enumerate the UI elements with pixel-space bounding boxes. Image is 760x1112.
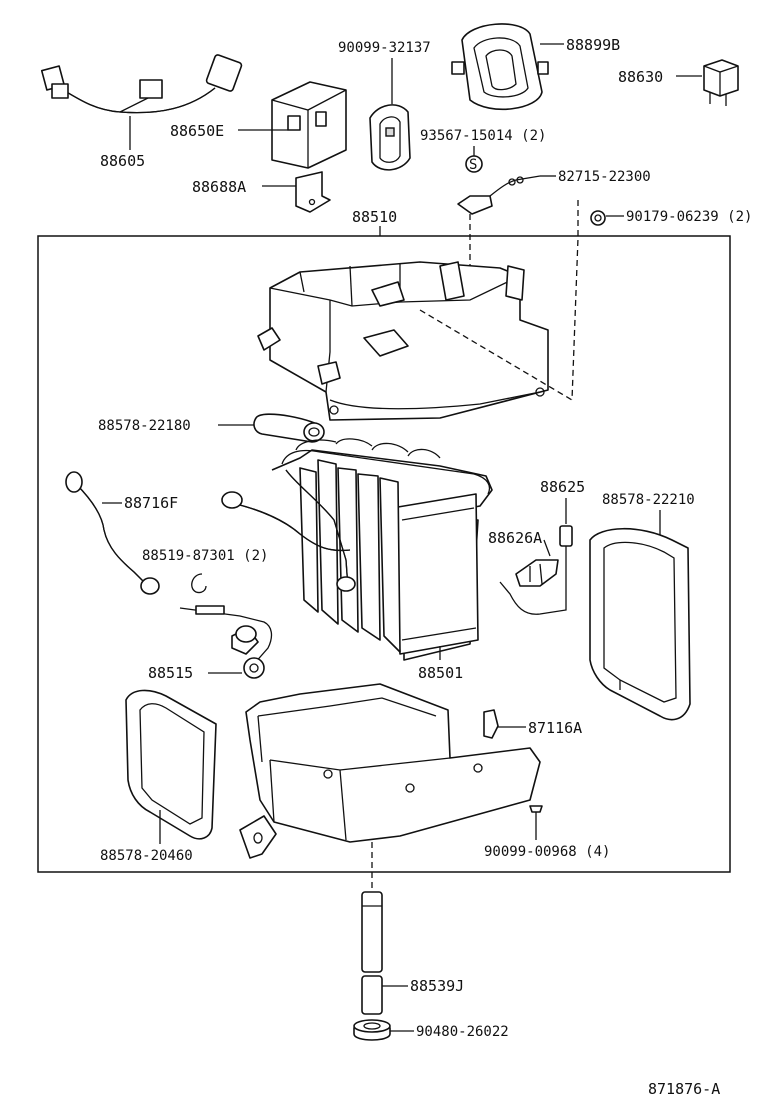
figure-number: 871876-A [648, 1080, 720, 1098]
evaporator-pipes[interactable] [221, 469, 356, 592]
nut-90179-06239[interactable] [590, 210, 606, 226]
bracket-88688a[interactable] [295, 171, 331, 213]
label-88510: 88510 [352, 208, 397, 226]
seal-88578-22210[interactable] [589, 527, 691, 721]
label-88899b: 88899B [566, 36, 620, 54]
label-88578-20460: 88578-20460 [100, 848, 193, 864]
assembly-frame [37, 235, 731, 873]
label-87116a: 87116A [528, 719, 582, 737]
label-88519-87301: 88519-87301 (2) [142, 548, 268, 564]
label-88650e: 88650E [170, 122, 224, 140]
wire-82715-22300[interactable] [457, 175, 541, 215]
label-90179-06239: 90179-06239 (2) [626, 209, 752, 225]
pipe-88716f[interactable] [65, 471, 160, 595]
drain-hose-88539j[interactable] [361, 891, 383, 1015]
label-88630: 88630 [618, 68, 663, 86]
grommet-90099-32137[interactable] [369, 104, 411, 171]
seal-88899b[interactable] [451, 23, 549, 111]
thermistor-88625[interactable] [499, 525, 573, 615]
label-88578-22180: 88578-22180 [98, 418, 191, 434]
label-90480-26022: 90480-26022 [416, 1024, 509, 1040]
label-90099-00968: 90099-00968 (4) [484, 844, 610, 860]
clip-88626a[interactable] [515, 559, 559, 587]
expansion-valve-88515[interactable] [179, 605, 273, 679]
screw-93567-15014[interactable]: S [465, 155, 483, 173]
label-88578-22210: 88578-22210 [602, 492, 695, 508]
screw-90099-00968[interactable] [529, 805, 543, 828]
label-88605: 88605 [100, 152, 145, 170]
label-82715-22300: 82715-22300 [558, 169, 651, 185]
grommet-90480-26022[interactable] [353, 1019, 391, 1041]
clip-88519-87301[interactable] [191, 573, 207, 594]
relay-88630[interactable] [703, 59, 739, 106]
label-93567-15014: 93567-15014 (2) [420, 128, 546, 144]
lower-case-housing[interactable] [239, 683, 541, 859]
evaporator-88501[interactable] [271, 438, 493, 661]
seal-88578-20460[interactable] [125, 689, 217, 840]
module-88650e[interactable] [271, 81, 347, 169]
label-88625: 88625 [540, 478, 585, 496]
label-88716f: 88716F [124, 494, 178, 512]
upper-case-housing[interactable] [257, 261, 549, 421]
label-88539j: 88539J [410, 977, 464, 995]
label-88515: 88515 [148, 664, 193, 682]
label-88626a: 88626A [488, 529, 542, 547]
s-marker: S [469, 157, 477, 173]
clip-87116a[interactable] [483, 709, 499, 739]
label-88688a: 88688A [192, 178, 246, 196]
label-90099-32137: 90099-32137 [338, 40, 431, 56]
tube-seal-88578-22180[interactable] [253, 413, 325, 443]
label-88501: 88501 [418, 664, 463, 682]
wire-harness-88605[interactable] [40, 54, 243, 150]
